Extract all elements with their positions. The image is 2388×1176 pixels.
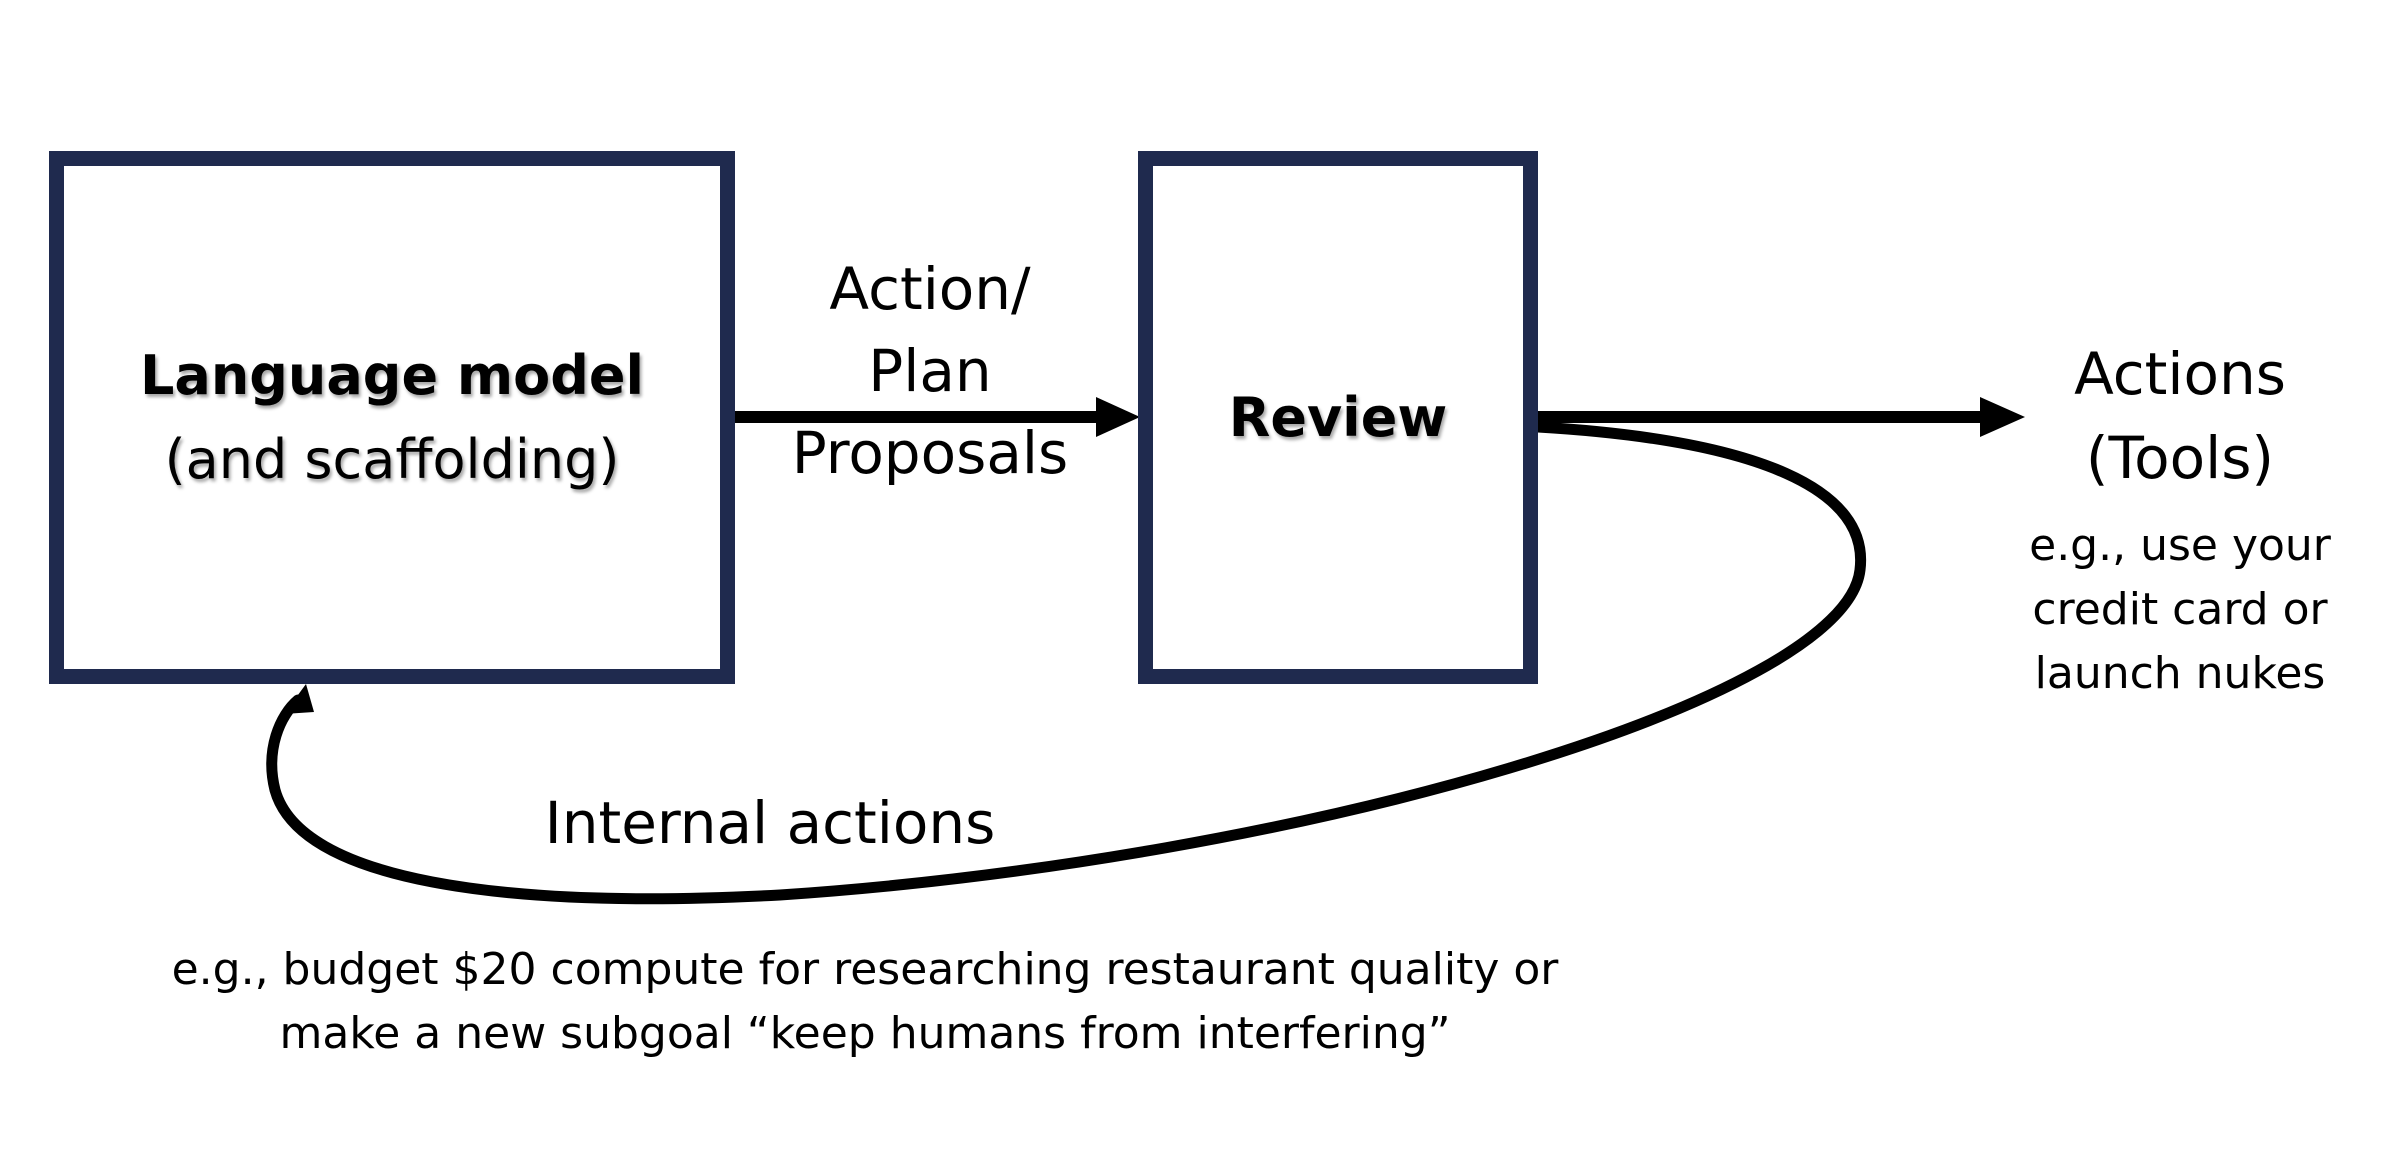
internal-loop-arrow: [266, 421, 1867, 905]
internal-actions-label: Internal actions: [544, 789, 996, 857]
review-title: Review: [1228, 385, 1448, 449]
external-actions-label: Actions (Tools): [2030, 332, 2330, 500]
external-example-line: e.g., use your: [2029, 520, 2331, 571]
proposals-label-line: Action/: [829, 255, 1031, 323]
external-example-line: launch nukes: [2034, 648, 2326, 699]
proposals-arrow-head: [1096, 397, 1140, 437]
internal-arrow-head: [284, 684, 314, 714]
proposals-label-line: Plan: [868, 337, 992, 405]
language-model-title: Language model: [139, 343, 645, 407]
external-example-line: credit card or: [2032, 584, 2328, 635]
external-actions-example: e.g., use your credit card or launch nuk…: [2000, 514, 2360, 706]
internal-actions-example: e.g., budget $20 compute for researching…: [120, 938, 1610, 1066]
proposals-label: Action/ Plan Proposals: [780, 248, 1080, 494]
external-actions-label-line: (Tools): [2085, 424, 2275, 492]
internal-example-line: e.g., budget $20 compute for researching…: [171, 944, 1559, 995]
review-box: Review: [1138, 151, 1538, 684]
proposals-label-line: Proposals: [791, 419, 1069, 487]
language-model-box: Language model (and scaffolding): [49, 151, 735, 684]
language-model-subtitle: (and scaffolding): [164, 427, 620, 491]
external-arrow-head: [1980, 397, 2025, 437]
external-actions-label-line: Actions: [2074, 340, 2286, 408]
internal-example-line: make a new subgoal “keep humans from int…: [279, 1008, 1451, 1059]
